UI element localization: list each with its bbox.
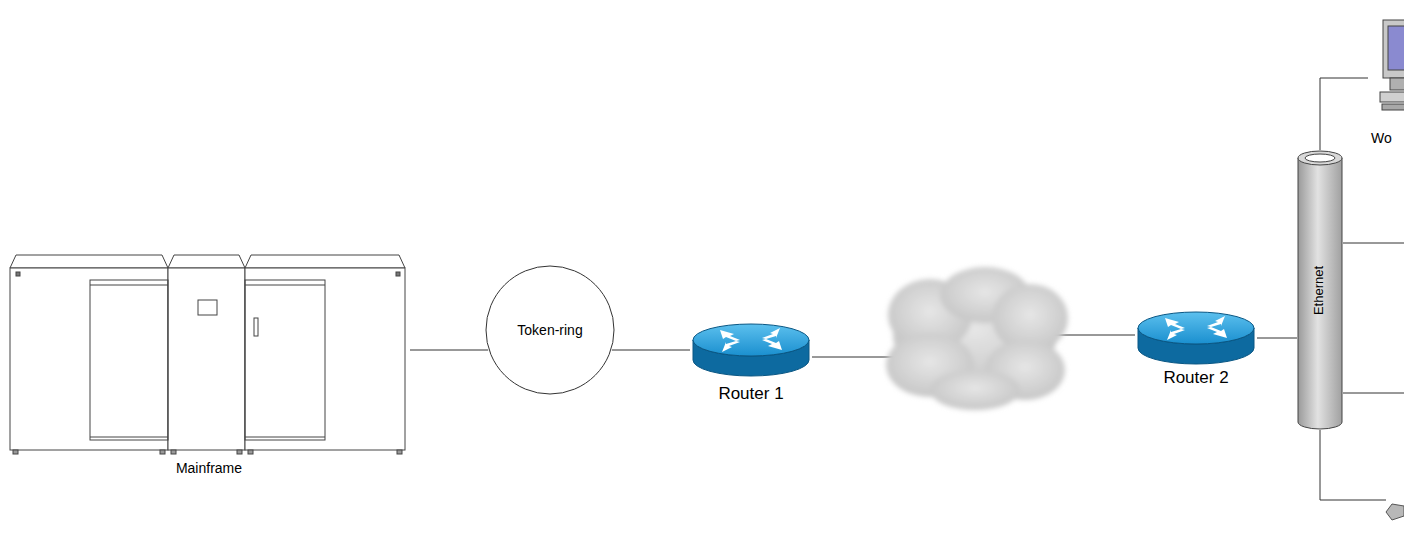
mainframe-cabinets — [10, 255, 405, 454]
network-link — [1257, 338, 1297, 339]
node-outline — [690, 320, 812, 380]
ring-outline — [486, 266, 614, 394]
node-label: Mainframe — [176, 460, 242, 476]
router-node: Router 1 — [690, 320, 812, 410]
network-cloud — [886, 267, 1068, 410]
network-link — [1320, 78, 1368, 150]
node-outline — [8, 252, 410, 457]
node-label: Router 1 — [718, 384, 783, 404]
router-node: Router 2 — [1135, 308, 1257, 394]
workstation-icon — [1380, 20, 1404, 110]
wire — [1343, 243, 1404, 244]
wire — [1343, 393, 1404, 394]
node-label: Token-ring — [517, 322, 582, 338]
workstation-node: Wo — [1368, 18, 1404, 153]
token-ring-node: Token-ring — [485, 265, 615, 395]
ethernet-bus: Ethernet — [1297, 150, 1343, 430]
network-link — [612, 350, 690, 351]
device-fragment — [1386, 504, 1404, 520]
network-link — [410, 350, 488, 351]
node-label: Wo — [1371, 130, 1392, 146]
node-outline — [1135, 308, 1257, 368]
bus-cylinder — [1298, 151, 1342, 429]
node-label: Ethernet — [1313, 265, 1328, 314]
mainframe-node: Mainframe — [8, 252, 410, 484]
wire — [1320, 430, 1386, 500]
router-icon — [693, 324, 809, 376]
node-outline — [1368, 18, 1404, 118]
router-icon — [1138, 312, 1254, 364]
node-label: Router 2 — [1163, 368, 1228, 388]
